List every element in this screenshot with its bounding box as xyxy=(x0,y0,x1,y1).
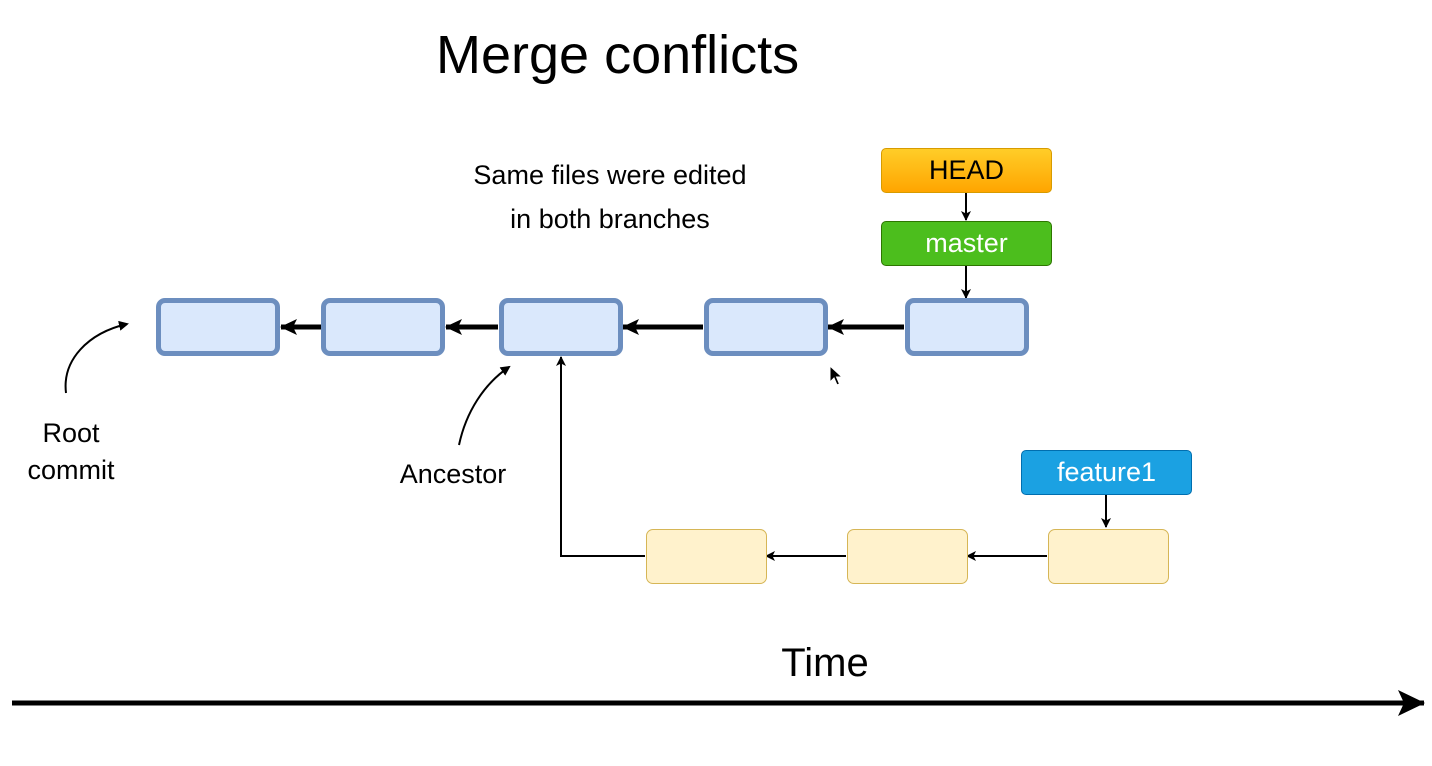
feature1-branch-ref: feature1 xyxy=(1021,450,1192,495)
page-title: Merge conflicts xyxy=(436,25,800,85)
mouse-pointer-icon xyxy=(829,364,844,386)
ancestor-pointer-curve xyxy=(458,365,511,446)
master-branch-ref: master xyxy=(881,221,1052,266)
root-commit xyxy=(156,298,280,356)
main-commit-2 xyxy=(321,298,445,356)
root-commit-label-line-1: Root xyxy=(42,418,100,448)
ancestor-label: Ancestor xyxy=(399,459,507,489)
feature-to-ancestor-arrow xyxy=(556,356,645,557)
head-ref: HEAD xyxy=(881,148,1052,193)
root-pointer-curve xyxy=(64,320,129,394)
feature-tip-commit xyxy=(1048,529,1169,584)
conflict-note-line-2: in both branches xyxy=(510,204,710,234)
master-tip-commit xyxy=(905,298,1029,356)
ancestor-commit xyxy=(499,298,623,356)
main-commit-4 xyxy=(704,298,828,356)
conflict-note-line-1: Same files were edited xyxy=(473,160,747,190)
feature-commit-1 xyxy=(646,529,767,584)
time-axis-label: Time xyxy=(781,641,869,685)
feature-commit-2 xyxy=(847,529,968,584)
conflict-note: Same files were edited in both branches xyxy=(430,153,790,241)
root-commit-label: Root commit xyxy=(14,415,128,489)
root-commit-label-line-2: commit xyxy=(27,455,115,485)
